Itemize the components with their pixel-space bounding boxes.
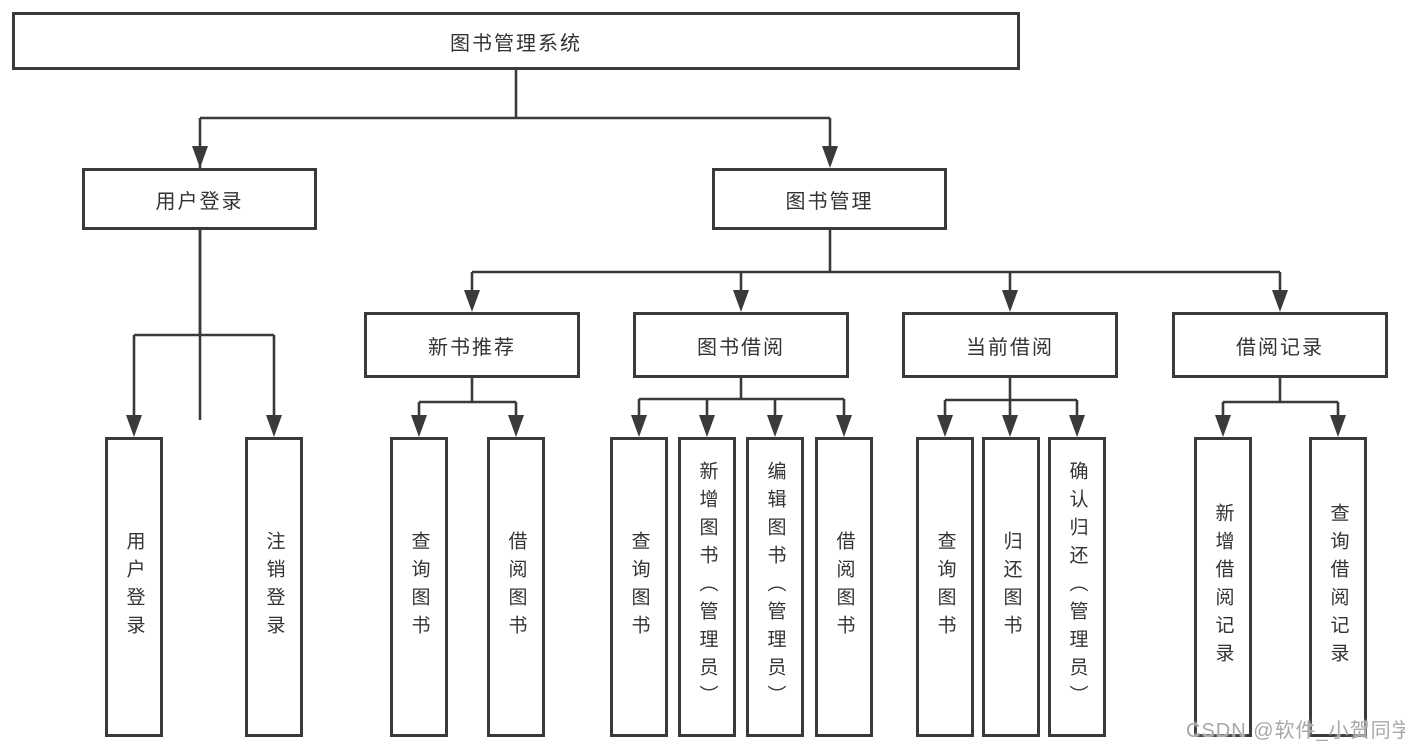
arrow-down-icon [767,415,783,437]
node-user-login: 用户登录 [82,168,317,230]
node-leaf-borrow-add-books-admin: 新增图书（管理员） [678,437,736,737]
arrow-down-icon [464,290,480,312]
arrow-down-icon [937,415,953,437]
csdn-watermark: CSDN @软件_小贺同学 [1186,720,1405,742]
node-root: 图书管理系统 [12,12,1020,70]
node-current-borrowing: 当前借阅 [902,312,1118,378]
arrow-down-icon [1272,290,1288,312]
node-current-borrowing-label: 当前借阅 [966,336,1054,359]
node-leaf-user-login: 用户登录 [105,437,163,737]
node-root-label: 图书管理系统 [450,32,582,55]
node-user-login-label: 用户登录 [155,190,244,213]
node-leaf-borrow-query-books-label: 查询图书 [628,531,650,643]
node-leaf-borrow-add-books-admin-label: 新增图书（管理员） [696,461,718,713]
node-leaf-current-query-books: 查询图书 [916,437,974,737]
node-leaf-newbook-query-books-label: 查询图书 [408,531,430,643]
node-leaf-current-return-books-label: 归还图书 [1000,531,1022,643]
arrow-down-icon [631,415,647,437]
node-leaf-borrow-edit-books-admin-label: 编辑图书（管理员） [764,461,786,713]
arrow-down-icon [411,415,427,437]
arrow-down-icon [1002,290,1018,312]
arrow-down-icon [733,290,749,312]
node-leaf-borrow-borrow-books-label: 借阅图书 [833,531,855,643]
node-book-borrowing: 图书借阅 [633,312,849,378]
arrow-down-icon [508,415,524,437]
arrow-down-icon [1330,415,1346,437]
node-leaf-newbook-borrow-books: 借阅图书 [487,437,545,737]
node-book-management: 图书管理 [712,168,947,230]
node-leaf-newbook-borrow-books-label: 借阅图书 [505,531,527,643]
node-leaf-records-query-record-label: 查询借阅记录 [1327,503,1349,671]
node-leaf-current-confirm-return-admin-label: 确认归还（管理员） [1066,461,1088,713]
node-leaf-records-add-record: 新增借阅记录 [1194,437,1252,737]
node-book-management-label: 图书管理 [785,190,874,213]
node-leaf-current-confirm-return-admin: 确认归还（管理员） [1048,437,1106,737]
arrow-down-icon [1069,415,1085,437]
arrow-down-icon [266,415,282,437]
node-leaf-current-query-books-label: 查询图书 [934,531,956,643]
node-leaf-records-add-record-label: 新增借阅记录 [1212,503,1234,671]
node-leaf-logout-label: 注销登录 [263,531,285,643]
arrow-down-icon [822,146,838,168]
node-borrowing-records: 借阅记录 [1172,312,1388,378]
arrow-down-icon [126,415,142,437]
arrow-down-icon [192,146,208,168]
arrow-down-icon [699,415,715,437]
arrow-down-icon [836,415,852,437]
node-new-book-recommend: 新书推荐 [364,312,580,378]
node-leaf-borrow-borrow-books: 借阅图书 [815,437,873,737]
node-leaf-borrow-query-books: 查询图书 [610,437,668,737]
node-leaf-user-login-label: 用户登录 [123,531,145,643]
node-leaf-newbook-query-books: 查询图书 [390,437,448,737]
node-leaf-current-return-books: 归还图书 [982,437,1040,737]
arrow-down-icon [1215,415,1231,437]
node-borrowing-records-label: 借阅记录 [1236,336,1324,359]
node-book-borrowing-label: 图书借阅 [697,336,785,359]
node-new-book-recommend-label: 新书推荐 [428,336,516,359]
node-leaf-borrow-edit-books-admin: 编辑图书（管理员） [746,437,804,737]
node-leaf-records-query-record: 查询借阅记录 [1309,437,1367,737]
node-leaf-logout: 注销登录 [245,437,303,737]
arrow-down-icon [1002,415,1018,437]
